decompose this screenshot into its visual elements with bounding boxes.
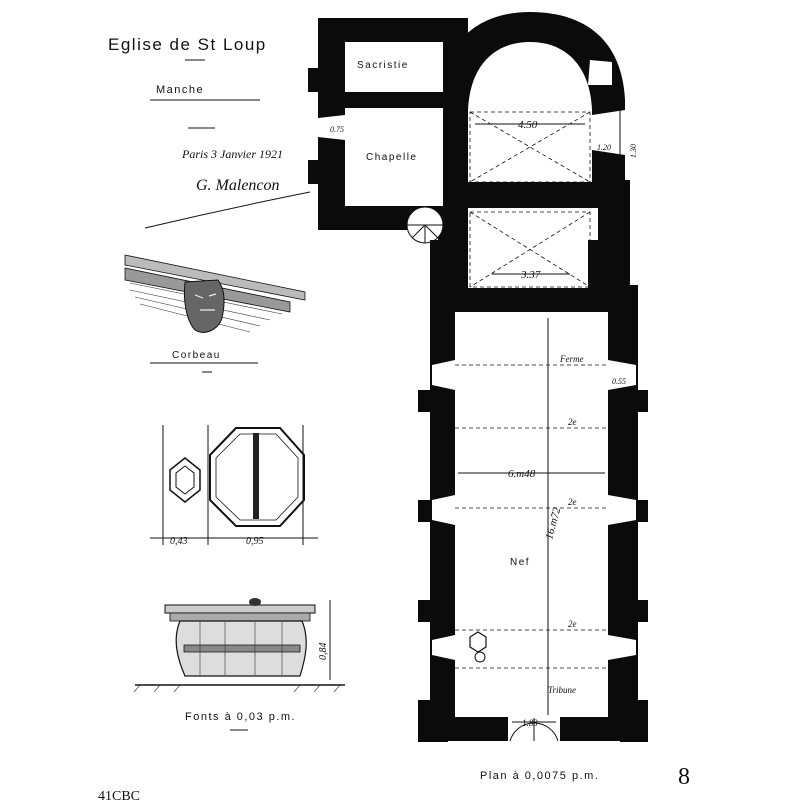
corbel-detail: Corbeau: [124, 254, 306, 373]
annotation-beam-2a: 2e: [568, 417, 577, 427]
font-dim-large: 0,95: [246, 536, 264, 547]
annotation-beam-2b: 2e: [568, 497, 577, 507]
dim-nave-width: 6.m48: [508, 468, 536, 480]
dim-apse-wall: 1.20: [597, 143, 611, 152]
church-floor-plan: Sacristie Chapelle Nef 4.50 3.37 6.m48 1…: [308, 12, 648, 782]
fonts-caption: Fonts à 0,03 p.m.: [185, 711, 296, 723]
font-dim-small: 0,43: [170, 536, 188, 547]
dim-nave-window: 0.55: [612, 377, 626, 386]
room-label-chapel: Chapelle: [366, 152, 417, 163]
dim-choir-width: 3.37: [520, 269, 541, 281]
dim-chapel-window: 0.75: [330, 125, 344, 134]
dim-apse-width: 4.50: [518, 119, 538, 131]
annotation-beam-top: Ferme: [559, 354, 584, 364]
date-line: Paris 3 Janvier 1921: [181, 147, 283, 161]
room-label-nave: Nef: [510, 557, 530, 568]
dim-door-width: 1.83: [522, 718, 538, 728]
plan-caption: Plan à 0,0075 p.m.: [480, 770, 599, 782]
sheet-subtitle: Manche: [156, 84, 204, 96]
dim-apse-window: 1.30: [591, 85, 605, 94]
signature: G. Malencon: [196, 177, 280, 194]
font-elevation-detail: 0,84 Fonts à 0,03 p.m.: [133, 598, 345, 731]
title-block: Eglise de St Loup Manche Paris 3 Janvier…: [108, 35, 311, 229]
corbel-caption: Corbeau: [172, 350, 221, 361]
room-label-sacristy: Sacristie: [357, 60, 409, 71]
archive-code: 41CBC: [98, 789, 140, 800]
page-number: 8: [678, 764, 690, 790]
annotation-beam-2c: 2e: [568, 619, 577, 629]
signature-flourish: [144, 191, 311, 229]
dim-apse-height: 1.30: [629, 144, 638, 158]
sheet-title: Eglise de St Loup: [108, 35, 267, 54]
font-plan-detail: 0,43 0,95: [150, 425, 318, 547]
annotation-gallery: Tribune: [548, 685, 576, 695]
font-dim-height: 0,84: [318, 643, 329, 661]
